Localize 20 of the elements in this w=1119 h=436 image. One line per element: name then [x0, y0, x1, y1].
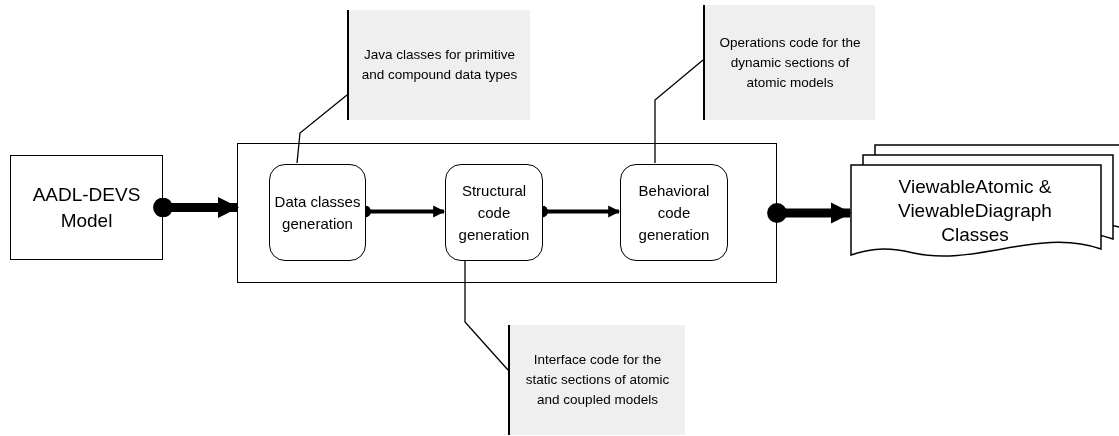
process-box: [445, 164, 543, 261]
callout-text: Interface code for the static sections of atomic and coupled models: [524, 351, 671, 409]
process-container: [237, 143, 777, 283]
callout-box: [347, 10, 530, 120]
process-box: [269, 164, 366, 261]
input-box: [10, 155, 163, 260]
leader-line: [296, 94, 348, 164]
callout-box: [508, 325, 685, 435]
leader-line: [654, 59, 704, 164]
callout-box: [703, 5, 875, 120]
node-label: Data classes generation: [274, 191, 361, 234]
process-box: [620, 164, 728, 261]
node-label: Structural code generation: [457, 180, 531, 245]
document-label: ViewableAtomic & ViewableDiagraph Classes: [897, 175, 1053, 247]
leader-line: [464, 259, 509, 371]
arrow: [153, 196, 240, 219]
node-label: AADL-DEVS Model: [31, 182, 142, 233]
callout-text: Java classes for primitive and compound data types: [360, 46, 519, 84]
callout-text: Operations code for the dynamic sections of atomic models: [718, 33, 862, 92]
node-label: Behavioral code generation: [637, 180, 711, 245]
